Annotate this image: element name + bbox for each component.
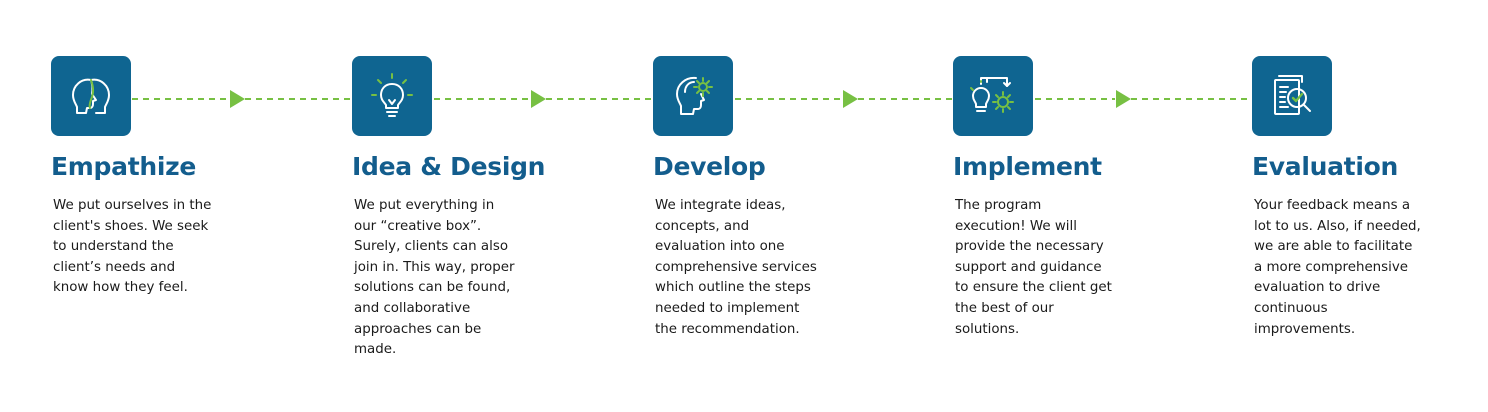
step-title: Evaluation: [1252, 152, 1398, 181]
step-evaluation: Evaluation Your feedback means a lot to …: [1252, 56, 1462, 337]
step-description: We integrate ideas, concepts, and evalua…: [655, 198, 817, 337]
lightbulb-gear-process-icon: [953, 56, 1033, 136]
step-description: Your feedback means a lot to us. Also, i…: [1254, 198, 1421, 337]
step-title: Empathize: [51, 152, 197, 181]
step-develop: Develop We integrate ideas, concepts, an…: [653, 56, 863, 337]
step-description: We put ourselves in the client's shoes. …: [53, 198, 212, 296]
step-title: Idea & Design: [352, 152, 546, 181]
document-check-magnifier-icon: [1252, 56, 1332, 136]
step-title: Implement: [953, 152, 1102, 181]
head-gear-icon: [653, 56, 733, 136]
step-implement: Implement The program execution! We will…: [953, 56, 1163, 337]
step-idea-design: Idea & Design We put everything in our “…: [352, 56, 562, 357]
step-description: We put everything in our “creative box”.…: [354, 198, 515, 358]
lightbulb-icon: [352, 56, 432, 136]
step-empathize: Empathize We put ourselves in the client…: [51, 56, 261, 295]
two-heads-empathy-icon: [51, 56, 131, 136]
step-title: Develop: [653, 152, 766, 181]
step-description: The program execution! We will provide t…: [955, 198, 1112, 337]
